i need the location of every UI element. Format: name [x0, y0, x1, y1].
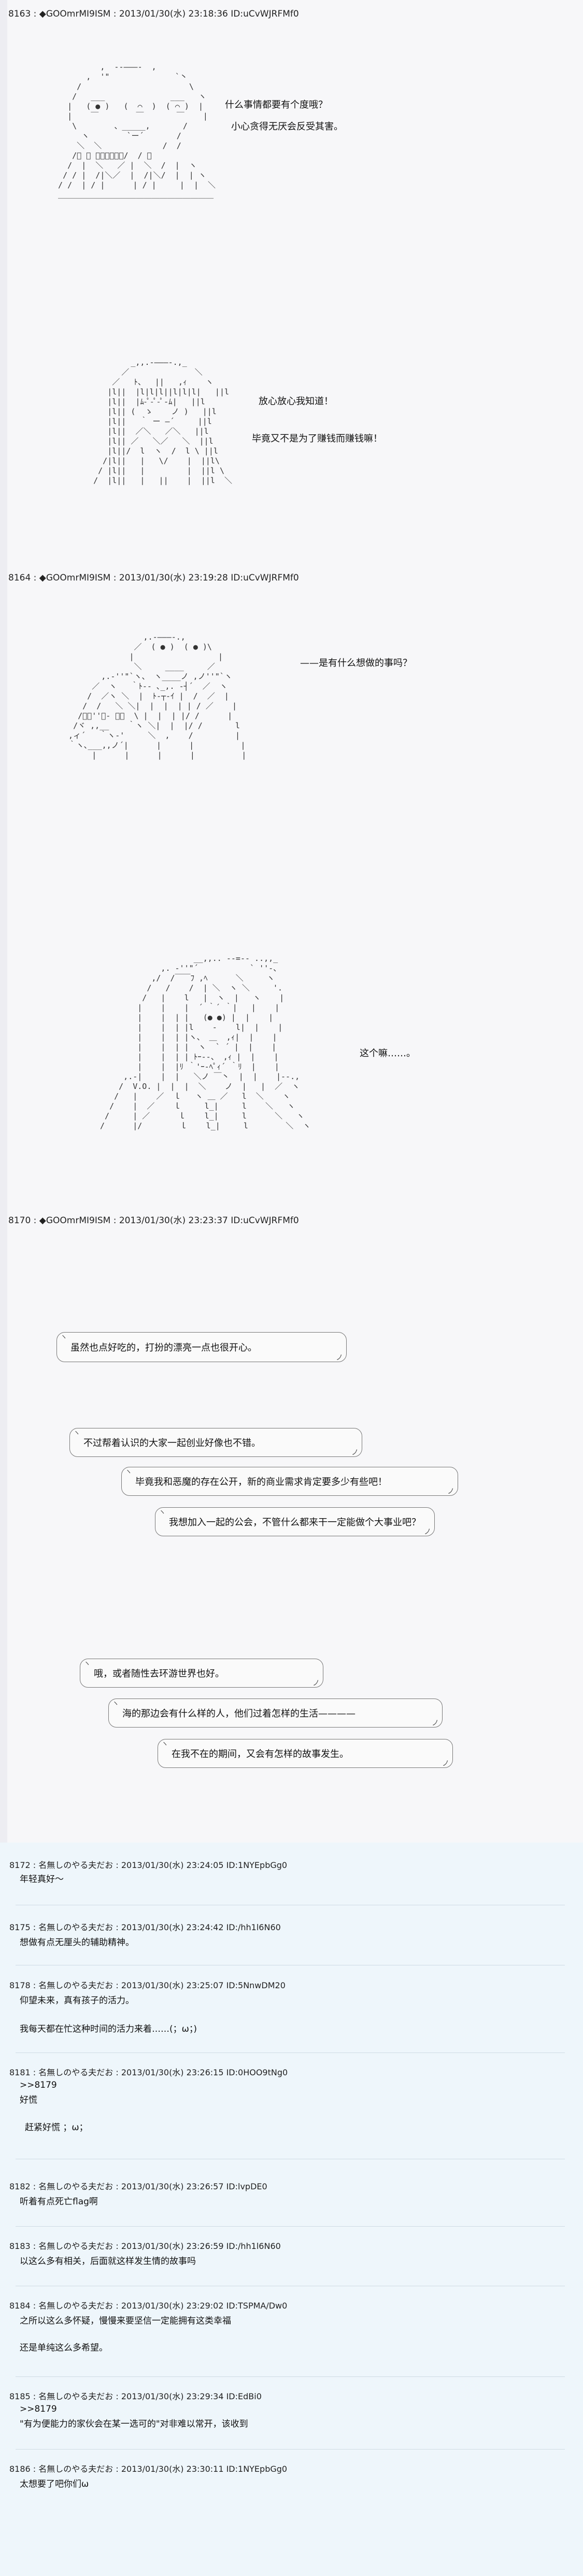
reply-header: 8185 : 名無しのやる夫だお : 2013/01/30(水) 23:29:3… [9, 2391, 262, 2401]
quote-link[interactable]: >>8179 [20, 2404, 57, 2414]
reply-text: 之所以这么多怀疑，慢慢来要坚信一定能拥有这类幸福 [20, 2316, 231, 2326]
bubble-text: 海的那边会有什么样的人，他们过着怎样的生活———— [122, 1708, 356, 1719]
reply-text: 还是单纯这么多希望。 [20, 2343, 108, 2353]
reply-header: 8182 : 名無しのやる夫だお : 2013/01/30(水) 23:26:5… [9, 2182, 267, 2191]
reply-text: "有为便能力的家伙会在某一选可的"对非难以常开，该收到 [20, 2419, 248, 2429]
separator [16, 2376, 565, 2377]
separator [16, 2226, 565, 2227]
speech-bubble: 我想加入一起的公会，不管什么都来干一定能做个大事业吧？ [155, 1507, 435, 1537]
post-header: 8170 : ◆GOOmrMI9ISM : 2013/01/30(水) 23:2… [8, 1215, 299, 1226]
speech-bubble: 虽然也点好吃的，打扮的漂亮一点也很开心。 [56, 1332, 347, 1363]
bubble-text: 哦，或者随性去环游世界也好。 [94, 1668, 224, 1679]
reply-header: 8178 : 名無しのやる夫だお : 2013/01/30(水) 23:25:0… [9, 1980, 286, 1990]
reply-text: 赶紧好慌 ；ω； [25, 2122, 88, 2133]
reply-header: 8186 : 名無しのやる夫だお : 2013/01/30(水) 23:30:1… [9, 2464, 288, 2474]
quote-link[interactable]: >>8179 [20, 2080, 57, 2090]
reply-text: 太想要了吧你们ω [20, 2479, 89, 2489]
ascii-art-character-4: __,,.. -‐=‐- ..,,_ ,. -''"´ ` ''‐、 ,/ /￣… [100, 954, 311, 1130]
post-8170: 8170 : ◆GOOmrMI9ISM : 2013/01/30(水) 23:2… [7, 1213, 583, 1840]
dialogue-line: 这个嘛……。 [360, 1048, 416, 1059]
dialogue-line: 放心放心我知道！ [259, 396, 333, 407]
reply-text: 好慌 [20, 2095, 37, 2105]
separator [16, 2449, 565, 2450]
dialogue-line: 毕竟又不是为了赚钱而赚钱嘛！ [252, 433, 382, 444]
dialogue-line: 小心贪得无厌会反受其害。 [231, 121, 343, 132]
dialogue-line: 什么事情都要有个度哦？ [225, 100, 328, 110]
reply-header: 8183 : 名無しのやる夫だお : 2013/01/30(水) 23:26:5… [9, 2241, 281, 2251]
bubble-text: 不过帮着认识的大家一起创业好像也不错。 [83, 1438, 261, 1449]
reply-text: 想做有点无厘头的辅助精神。 [20, 1937, 134, 1948]
reply-header: 8175 : 名無しのやる夫だお : 2013/01/30(水) 23:24:4… [9, 1922, 281, 1932]
speech-bubble: 哦，或者随性去环游世界也好。 [80, 1658, 323, 1688]
speech-bubble: 海的那边会有什么样的人，他们过着怎样的生活———— [108, 1698, 443, 1728]
speech-bubble: 不过帮着认识的大家一起创业好像也不错。 [69, 1427, 362, 1457]
reply-header: 8181 : 名無しのやる夫だお : 2013/01/30(水) 23:26:1… [9, 2068, 288, 2077]
ascii-art-character-2: _,,.-―――-.,_ ／ ＼ ／ ﾄ、 || ,ｨ ヽ |l|| |l|l|… [93, 358, 232, 485]
reply-header: 8184 : 名無しのやる夫だお : 2013/01/30(水) 23:29:0… [9, 2301, 288, 2311]
post-8164: 8164 : ◆GOOmrMI9ISM : 2013/01/30(水) 23:1… [7, 570, 583, 1228]
post-header: 8164 : ◆GOOmrMI9ISM : 2013/01/30(水) 23:1… [8, 573, 299, 583]
ascii-art-character-3: ,.-―――-., ／ ( ● ) ( ● )\ | | ＼ ____ ／ ,.… [68, 632, 247, 760]
reply-text: 年轻真好～ [20, 1874, 64, 1885]
reply-header: 8172 : 名無しのやる夫だお : 2013/01/30(水) 23:24:0… [9, 1860, 288, 1870]
post-header: 8163 : ◆GOOmrMI9ISM : 2013/01/30(水) 23:1… [8, 9, 299, 19]
bubble-text: 虽然也点好吃的，打扮的漂亮一点也很开心。 [70, 1342, 257, 1353]
post-8163: 8163 : ◆GOOmrMI9ISM : 2013/01/30(水) 23:1… [7, 0, 583, 570]
speech-bubble: 毕竟我和恶魔的存在公开，新的商业需求肯定要多少有些吧！ [121, 1466, 458, 1496]
reply-text: 以这么多有相关，后面就这样发生情的故事吗 [20, 2256, 196, 2267]
bubble-text: 在我不在的期间，又会有怎样的故事发生。 [172, 1749, 349, 1760]
reply-text: 我每天都在忙这种时间的活力来着……(；ω；) [20, 2024, 197, 2034]
bubble-text: 我想加入一起的公会，不管什么都来干一定能做个大事业吧？ [169, 1517, 421, 1528]
reply-text: 听着有点死亡flag啊 [20, 2197, 98, 2207]
reply-text: 仰望未来，真有孩子的活力。 [20, 1995, 134, 2006]
dialogue-line: ——是有什么想做的事吗？ [300, 658, 412, 669]
speech-bubble: 在我不在的期间，又会有怎样的故事发生。 [158, 1738, 453, 1768]
ascii-art-character-1: , -‐―――- , , '" `丶 / \ / ___ ___ ヽ | ( ●… [58, 62, 216, 200]
replies-section: 8172 : 名無しのやる夫だお : 2013/01/30(水) 23:24:0… [0, 1843, 583, 2576]
bubble-text: 毕竟我和恶魔的存在公开，新的商业需求肯定要多少有些吧！ [135, 1477, 387, 1488]
